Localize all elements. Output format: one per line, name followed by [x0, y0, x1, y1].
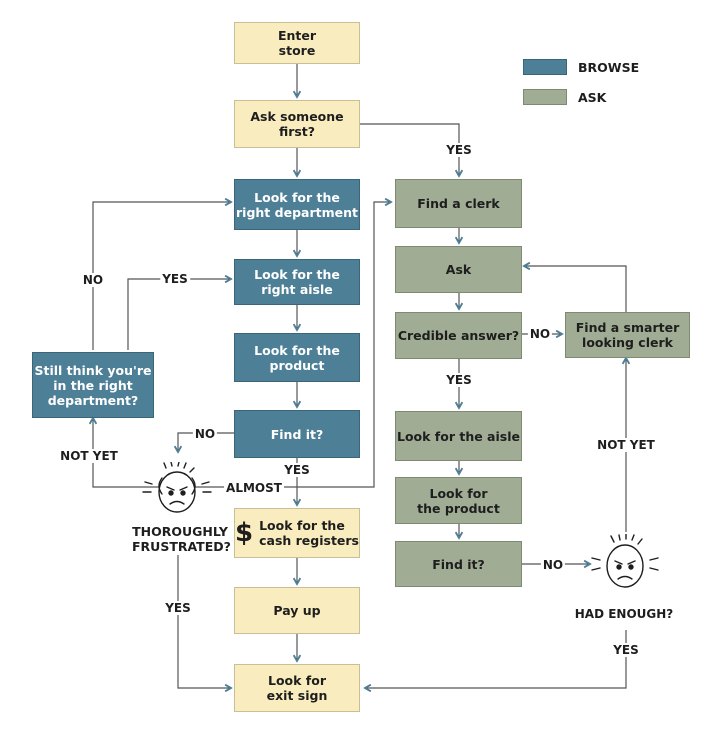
label-had-enough: HAD ENOUGH? — [572, 607, 676, 621]
label-thoroughly-frustrated: THOROUGHLY FRUSTRATED? — [132, 524, 231, 554]
node-pay-up: Pay up — [234, 587, 360, 634]
legend-browse-swatch — [523, 59, 567, 75]
node-look-right-aisle: Look for the right aisle — [234, 259, 360, 305]
label-no-find-it: NO — [192, 427, 218, 441]
label-not-yet-right: NOT YET — [595, 438, 657, 452]
label-almost: ALMOST — [224, 481, 284, 495]
node-find-smarter-clerk: Find a smarter looking clerk — [565, 312, 690, 358]
node-look-for-aisle: Look for the aisle — [395, 411, 522, 461]
label-yes-ask-first: YES — [444, 143, 474, 157]
frustrated-face-icon — [142, 462, 212, 513]
node-cash-registers-label: Look for the cash registers — [259, 518, 360, 548]
label-yes-find-it: YES — [282, 463, 312, 477]
node-ask: Ask — [395, 246, 522, 293]
node-enter-store: Enter store — [234, 22, 360, 64]
node-look-right-department: Look for the right department — [234, 179, 360, 230]
node-still-think-right-department: Still think you're in the right departme… — [32, 352, 154, 418]
label-yes-still-think: YES — [160, 272, 190, 286]
node-look-product-browse: Look for the product — [234, 333, 360, 382]
label-no-still-think: NO — [80, 273, 106, 287]
node-find-a-clerk: Find a clerk — [395, 179, 522, 228]
node-cash-registers: $ Look for the cash registers — [234, 508, 360, 558]
legend-browse-label: BROWSE — [578, 60, 640, 75]
legend-ask-swatch — [523, 89, 567, 105]
node-find-it-browse: Find it? — [234, 410, 360, 458]
label-not-yet-left: NOT YET — [58, 449, 120, 463]
label-yes-credible: YES — [444, 373, 474, 387]
legend-ask-label: ASK — [578, 90, 607, 105]
node-ask-someone-first: Ask someone first? — [234, 100, 360, 148]
frustrated-face-icon — [591, 534, 659, 588]
node-look-for-product-ask: Look for the product — [395, 477, 522, 524]
node-exit-sign: Look for exit sign — [234, 664, 360, 712]
dollar-icon: $ — [235, 518, 254, 548]
node-credible-answer: Credible answer? — [395, 312, 522, 359]
node-find-it-ask: Find it? — [395, 541, 522, 587]
label-no-credible: NO — [527, 327, 553, 341]
label-yes-had-enough: YES — [611, 643, 641, 657]
label-yes-frustrated: YES — [163, 601, 193, 615]
label-no-find-it-ask: NO — [540, 558, 566, 572]
